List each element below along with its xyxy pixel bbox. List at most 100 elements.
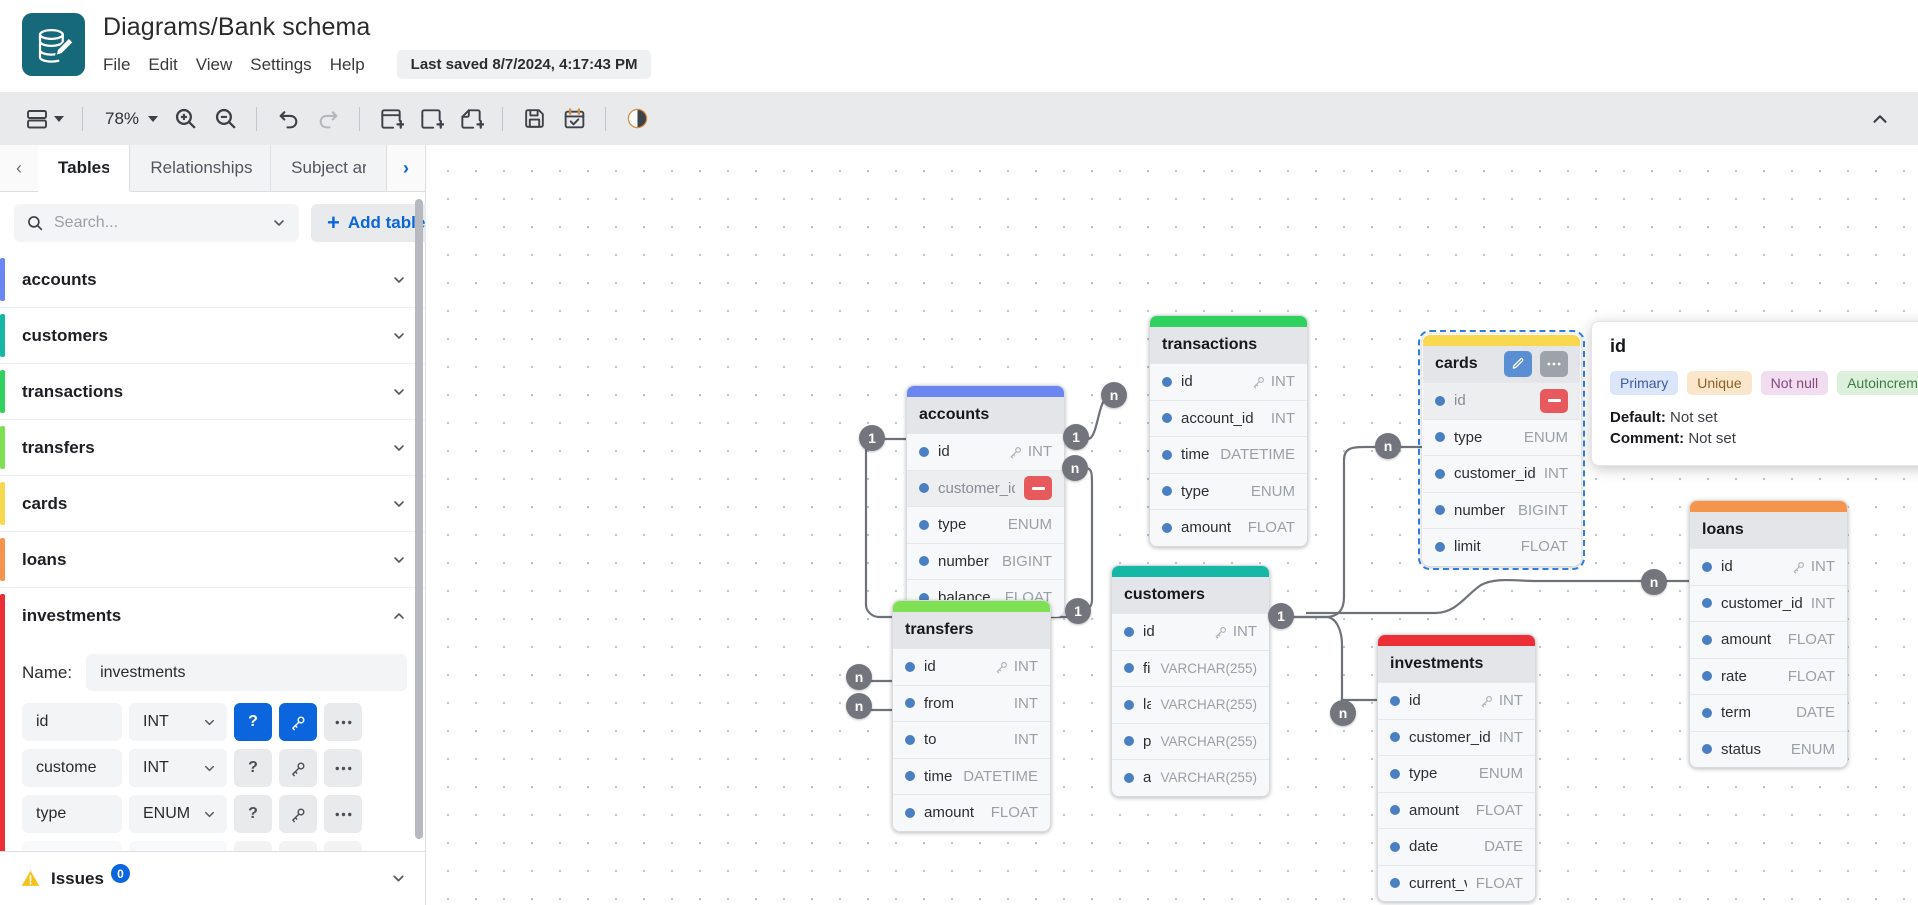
cardinality-badge[interactable]: 1 [1063, 424, 1089, 450]
canvas-table-loans[interactable]: loans id INT customer_id INT amount FLO [1689, 500, 1848, 768]
issues-panel-header[interactable]: Issues 0 [0, 851, 425, 905]
field-primary-key-toggle[interactable] [279, 795, 317, 833]
cardinality-badge[interactable]: n [1062, 455, 1088, 481]
table-field-row[interactable]: amount FLOAT [893, 794, 1050, 831]
zoom-in-icon[interactable] [165, 99, 205, 139]
field-more-button[interactable] [324, 795, 362, 833]
table-header[interactable]: transactions [1150, 327, 1307, 363]
canvas-table-cards[interactable]: cards id type ENUM [1418, 330, 1585, 570]
table-field-row[interactable]: customer_id INT [1690, 584, 1847, 621]
cardinality-badge[interactable]: n [1101, 382, 1127, 408]
table-field-row[interactable]: customer_id [907, 469, 1064, 506]
table-field-row[interactable]: id INT [907, 433, 1064, 470]
sidebar-item-accounts[interactable]: accounts [0, 252, 425, 308]
chevron-up-icon[interactable] [391, 608, 407, 624]
cardinality-badge[interactable]: n [846, 664, 872, 690]
table-field-row[interactable]: amount FLOAT [1690, 621, 1847, 658]
menu-file[interactable]: File [103, 54, 131, 74]
table-header[interactable]: investments [1378, 646, 1535, 682]
field-primary-key-toggle[interactable] [279, 841, 317, 851]
table-field-row[interactable]: date DATE [1378, 828, 1535, 865]
calendar-check-icon[interactable] [554, 99, 594, 139]
field-name-input[interactable]: custome [22, 749, 122, 787]
table-name-input[interactable] [86, 654, 407, 691]
redo-icon[interactable] [308, 99, 348, 139]
table-field-row[interactable]: status ENUM [1690, 730, 1847, 767]
edit-table-button[interactable] [1504, 351, 1532, 377]
cardinality-badge[interactable]: n [1375, 433, 1401, 459]
chevron-down-icon[interactable] [390, 870, 407, 887]
field-not-null-toggle[interactable]: ? [234, 795, 272, 833]
tab-subject-areas[interactable]: Subject ar [271, 145, 387, 191]
table-field-row[interactable]: id INT [1378, 682, 1535, 719]
sidebar-item-transfers[interactable]: transfers [0, 420, 425, 476]
table-field-row[interactable]: time DATETIME [1150, 436, 1307, 473]
field-more-button[interactable] [324, 749, 362, 787]
table-field-row[interactable]: type ENUM [1378, 755, 1535, 792]
field-more-button[interactable] [324, 841, 362, 851]
cardinality-badge[interactable]: n [1641, 569, 1667, 595]
table-field-row[interactable]: last_n... VARCHAR(255) [1112, 686, 1269, 723]
table-more-button[interactable] [1540, 351, 1568, 377]
menu-edit[interactable]: Edit [148, 54, 178, 74]
sidebar-item-investments[interactable]: investments [0, 588, 425, 851]
table-header[interactable]: accounts [907, 397, 1064, 433]
sidebar-item-cards[interactable]: cards [0, 476, 425, 532]
field-type-select[interactable]: INT [129, 749, 227, 787]
sidebar-table-list[interactable]: accounts customers transactions transfer… [0, 252, 425, 851]
chevron-down-icon[interactable] [391, 272, 407, 288]
contrast-icon[interactable] [617, 99, 657, 139]
table-field-row[interactable]: type ENUM [1423, 418, 1580, 455]
table-field-row[interactable]: to INT [893, 721, 1050, 758]
table-header[interactable]: transfers [893, 612, 1050, 648]
sidebar-item-customers[interactable]: customers [0, 308, 425, 364]
add-table-icon[interactable] [371, 99, 411, 139]
menu-view[interactable]: View [195, 54, 233, 74]
field-name-input[interactable]: type [22, 795, 122, 833]
menu-settings[interactable]: Settings [250, 54, 312, 74]
table-field-row[interactable]: current_val FLOAT [1378, 864, 1535, 901]
search-input[interactable] [14, 204, 299, 242]
table-field-row[interactable]: customer_id INT [1423, 455, 1580, 492]
add-note-icon[interactable] [451, 99, 491, 139]
table-field-row[interactable]: id INT [1690, 548, 1847, 585]
chevron-down-icon[interactable] [391, 328, 407, 344]
table-field-row[interactable]: phone VARCHAR(255) [1112, 722, 1269, 759]
sidebar-item-loans[interactable]: loans [0, 532, 425, 588]
chevron-down-icon[interactable] [391, 496, 407, 512]
tab-tables[interactable]: Tables [38, 145, 131, 192]
table-field-row[interactable]: id INT [1112, 613, 1269, 650]
table-field-row[interactable]: id [1423, 382, 1580, 419]
delete-field-button[interactable] [1024, 476, 1052, 501]
field-name-input[interactable] [22, 841, 122, 851]
canvas-table-transactions[interactable]: transactions id INT account_id INT time [1149, 315, 1308, 547]
menu-help[interactable]: Help [329, 54, 365, 74]
field-primary-key-toggle[interactable] [279, 703, 317, 741]
table-field-row[interactable]: time DATETIME [893, 757, 1050, 794]
table-field-row[interactable]: amount FLOAT [1378, 791, 1535, 828]
field-name-input[interactable]: id [22, 703, 122, 741]
chevron-down-icon[interactable] [391, 440, 407, 456]
search-field[interactable] [54, 214, 261, 232]
field-more-button[interactable] [324, 703, 362, 741]
table-field-row[interactable]: rate FLOAT [1690, 657, 1847, 694]
table-field-row[interactable]: id INT [1150, 363, 1307, 400]
chevron-down-icon[interactable] [391, 552, 407, 568]
field-type-select[interactable]: INT [129, 703, 227, 741]
cardinality-badge[interactable]: n [1330, 700, 1356, 726]
table-header[interactable]: loans [1690, 512, 1847, 548]
sidebar-item-transactions[interactable]: transactions [0, 364, 425, 420]
table-field-row[interactable]: customer_id INT [1378, 718, 1535, 755]
sidebar-scrollbar[interactable] [415, 199, 423, 839]
table-field-row[interactable]: account_id INT [1150, 399, 1307, 436]
table-field-row[interactable]: amount FLOAT [1150, 509, 1307, 546]
field-not-null-toggle[interactable] [234, 841, 272, 851]
table-field-row[interactable]: addre... VARCHAR(255) [1112, 759, 1269, 796]
tabs-prev-icon[interactable]: ‹ [16, 157, 22, 178]
table-field-row[interactable]: id INT [893, 648, 1050, 685]
diagram-canvas[interactable]: accounts id INT customer_id type ENUM [426, 145, 1918, 905]
add-area-icon[interactable] [411, 99, 451, 139]
table-field-row[interactable]: first_... VARCHAR(255) [1112, 649, 1269, 686]
canvas-table-investments[interactable]: investments id INT customer_id INT type [1377, 634, 1536, 902]
delete-field-button[interactable] [1540, 388, 1568, 413]
